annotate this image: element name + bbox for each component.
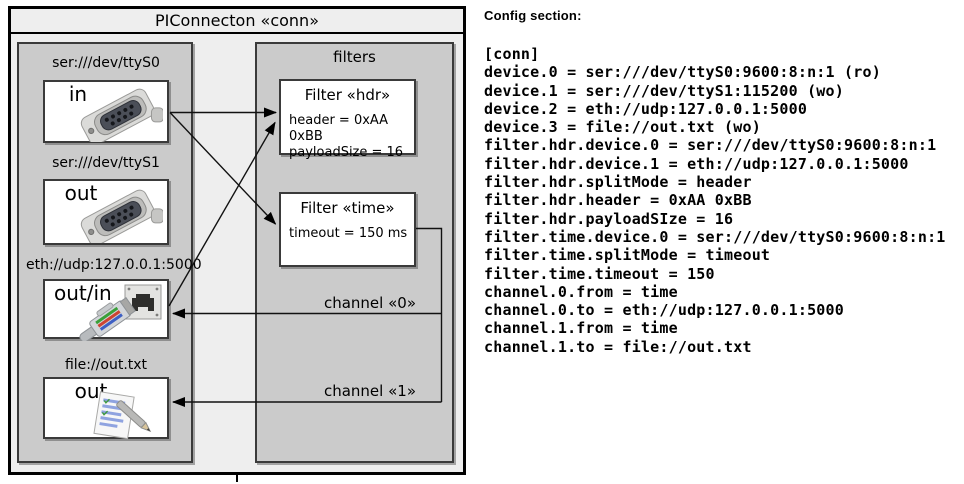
config-line: filter.hdr.splitMode = header <box>484 173 752 192</box>
filter-time-property: timeout = 150 ms <box>289 226 408 241</box>
config-line: channel.1.from = time <box>484 319 678 338</box>
device-direction-label: out/in <box>54 281 112 305</box>
device-direction-label: out <box>74 379 108 403</box>
config-line: device.1 = ser:///dev/ttyS1:115200 (wo) <box>484 81 844 100</box>
config-line: filter.time.device.0 = ser:///dev/ttyS0:… <box>484 227 946 246</box>
device-direction-label: in <box>68 82 88 106</box>
filter-hdr-property: header = 0xAA 0xBB <box>289 113 389 144</box>
connection-diagram: PIConnecton «conn» filters ser:///dev/tt… <box>0 0 470 484</box>
filters-column-title: filters <box>333 48 376 66</box>
config-line: channel.0.from = time <box>484 282 678 301</box>
filter-hdr-box: Filter «hdr» header = 0xAA 0xBB payloadS… <box>279 79 416 160</box>
device-url-eth: eth://udp:127.0.0.1:5000 <box>26 257 202 273</box>
config-line: filter.time.splitMode = timeout <box>484 246 771 265</box>
filter-hdr-property: payloadSize = 16 <box>289 145 404 160</box>
config-line: channel.0.to = eth://udp:127.0.0.1:5000 <box>484 301 844 320</box>
config-line: filter.hdr.device.1 = eth://udp:127.0.0.… <box>484 154 909 173</box>
text-file-icon <box>93 391 152 440</box>
device-url-file: file://out.txt <box>64 357 148 373</box>
config-panel: Config section: [conn] device.0 = ser://… <box>484 8 946 356</box>
device-box-ttyS0: in <box>43 80 169 143</box>
device-box-eth: out/in <box>43 279 169 341</box>
serial-connector-icon <box>80 88 163 142</box>
device-url-ttyS0: ser:///dev/ttyS0 <box>52 55 160 71</box>
config-line: filter.hdr.header = 0xAA 0xBB <box>484 191 752 210</box>
serial-connector-icon <box>80 189 163 243</box>
device-box-file: out <box>43 377 169 440</box>
filter-hdr-title: Filter «hdr» <box>304 86 391 104</box>
config-line: [conn] <box>484 45 540 63</box>
config-heading: Config section: <box>484 8 582 23</box>
device-url-ttyS1: ser:///dev/ttyS1 <box>52 155 160 171</box>
device-direction-label: out <box>64 181 98 205</box>
bottom-border-tick <box>236 472 238 482</box>
config-line: device.3 = file://out.txt (wo) <box>484 118 761 137</box>
config-line: channel.1.to = file://out.txt <box>484 337 752 356</box>
config-line: filter.hdr.payloadSIze = 16 <box>484 209 734 228</box>
device-box-ttyS1: out <box>43 179 169 245</box>
config-line: filter.hdr.device.0 = ser:///dev/ttyS0:9… <box>484 136 937 155</box>
diagram-title: PIConnecton «conn» <box>11 9 463 34</box>
config-line: device.0 = ser:///dev/ttyS0:9600:8:n:1 (… <box>484 63 881 82</box>
filter-time-box: Filter «time» timeout = 150 ms <box>279 192 416 267</box>
config-line: filter.time.timeout = 150 <box>484 264 715 283</box>
filter-time-title: Filter «time» <box>300 199 395 217</box>
config-listing: [conn] device.0 = ser:///dev/ttyS0:9600:… <box>484 45 946 356</box>
ethernet-plug-icon <box>79 297 136 341</box>
config-line: device.2 = eth://udp:127.0.0.1:5000 <box>484 99 808 118</box>
